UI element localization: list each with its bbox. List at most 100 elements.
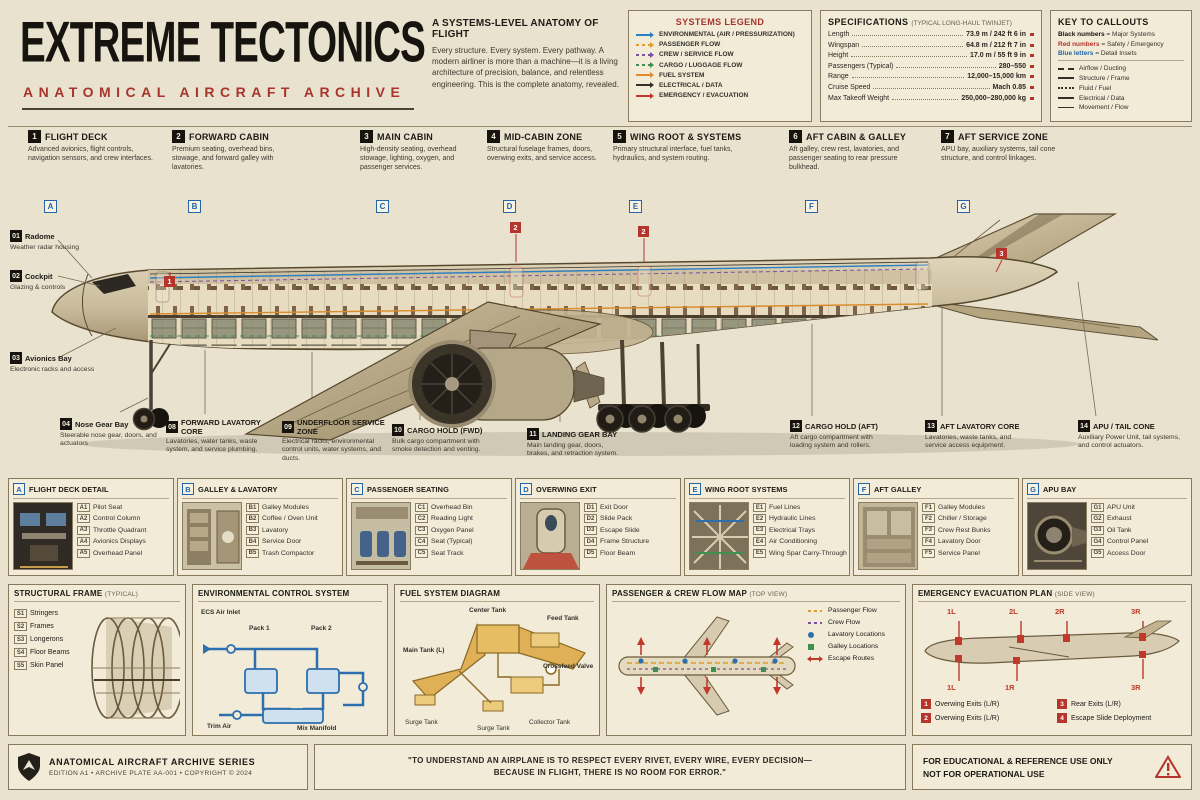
flow-map-title: PASSENGER & CREW FLOW MAP <box>612 589 747 598</box>
footer-edition: EDITION A1 • ARCHIVE PLATE AA-001 • COPY… <box>49 770 253 777</box>
flow-legend-item: Lavatory Locations <box>808 631 900 638</box>
fuel-system-panel: FUEL SYSTEM DIAGRAM Center Tank Feed Tan… <box>394 584 600 736</box>
rear-door <box>915 261 930 291</box>
zone-number: 6 <box>789 130 802 143</box>
door-label: 2R <box>1055 607 1065 616</box>
fuel-routing-line <box>149 303 929 315</box>
callout-number: 02 <box>10 270 22 282</box>
electrical-dash-icon <box>1058 97 1074 100</box>
fuel-schematic <box>411 623 586 712</box>
flow-map-diagram <box>618 616 796 716</box>
page-subtitle: ANATOMICAL AIRCRAFT ARCHIVE <box>23 84 406 100</box>
header-rule <box>8 126 1192 127</box>
red-marker-1: 1 <box>164 276 175 287</box>
movement-dash-icon <box>1058 107 1074 109</box>
zone-title: MID-CABIN ZONE <box>504 131 583 142</box>
legend-item: CARGO / LUGGAGE FLOW <box>636 62 804 69</box>
footer-quote-box: "TO UNDERSTAND AN AIRPLANE IS TO RESPECT… <box>314 744 906 790</box>
zone-desc: High-density seating, overhead stowage, … <box>360 146 457 171</box>
footer-quote-line1: "TO UNDERSTAND AN AIRPLANE IS TO RESPECT… <box>407 756 812 765</box>
ecs-label-manifold: Mix Manifold <box>297 725 337 732</box>
cargo-flow-line-icon <box>636 62 654 69</box>
inset-ref-chip: C <box>376 200 389 213</box>
fuel-label-surge2: Surge Tank <box>477 725 510 732</box>
crew-routing-line <box>149 268 929 283</box>
legend-item: ENVIRONMENTAL (AIR / PRESSURIZATION) <box>636 31 804 38</box>
zone-number: 7 <box>941 130 954 143</box>
fuel-label-feed: Feed Tank <box>547 615 579 622</box>
fuel-label-crossfeed: Crossfeed Valve <box>543 663 594 670</box>
fuel-line-icon <box>636 72 654 79</box>
fuselage-barrel-diagram <box>91 617 180 719</box>
footer-series-box: ANATOMICAL AIRCRAFT ARCHIVE SERIES EDITI… <box>8 744 308 790</box>
key-line-style: Fluid / Fuel <box>1058 85 1184 92</box>
electrical-routing-line <box>149 261 929 275</box>
key-line-style: Structure / Frame <box>1058 75 1184 82</box>
zone-desc: Structural fuselage frames, doors, overw… <box>487 146 597 162</box>
key-to-callouts-box: KEY TO CALLOUTS Black numbers = Major Sy… <box>1050 10 1192 122</box>
systems-legend-title: SYSTEMS LEGEND <box>675 17 765 27</box>
callout-number: 12 <box>790 420 802 432</box>
apu-thumbnail <box>1027 502 1087 570</box>
evacuation-title: EMERGENCY EVACUATION PLAN <box>918 589 1053 598</box>
specifications-subtitle: (TYPICAL LONG-HAUL TWINJET) <box>911 20 1012 27</box>
zone-desc: Primary structural interface, fuel tanks… <box>613 146 733 162</box>
inset-letter-chip: A <box>13 483 25 495</box>
key-line-style: Electrical / Data <box>1058 95 1184 102</box>
inset-ref-chip: D <box>503 200 516 213</box>
zone-title: FLIGHT DECK <box>45 131 108 142</box>
specifications-title-text: SPECIFICATIONS <box>828 17 909 27</box>
spec-tick <box>1030 96 1034 100</box>
spec-tick <box>1030 54 1034 58</box>
legend-item: PASSENGER FLOW <box>636 41 804 48</box>
ecs-label-pack2: Pack 2 <box>311 625 332 632</box>
inset-ref-chip: F <box>805 200 818 213</box>
emergency-line-icon <box>636 92 654 99</box>
structure-dash-icon <box>1058 77 1074 80</box>
evacuation-diagram <box>924 620 1180 681</box>
footer-usage-box: FOR EDUCATIONAL & REFERENCE USE ONLY NOT… <box>912 744 1192 790</box>
passenger-flow-line-icon <box>636 41 654 48</box>
zone-number: 1 <box>28 130 41 143</box>
intro-block: A SYSTEMS-LEVEL ANATOMY OF FLIGHT Every … <box>432 18 620 90</box>
fuel-label-main: Main Tank (L) <box>403 647 445 654</box>
spec-tick <box>1030 64 1034 68</box>
footer-series-title: ANATOMICAL AIRCRAFT ARCHIVE SERIES <box>49 757 256 767</box>
zone-title: FORWARD CABIN <box>189 131 269 142</box>
zone-title: WING ROOT & SYSTEMS <box>630 131 742 142</box>
key-line-style: Airflow / Ducting <box>1058 65 1184 72</box>
specifications-title: SPECIFICATIONS (TYPICAL LONG-HAUL TWINJE… <box>828 17 1034 27</box>
flow-legend-item: Crew Flow <box>808 619 900 626</box>
